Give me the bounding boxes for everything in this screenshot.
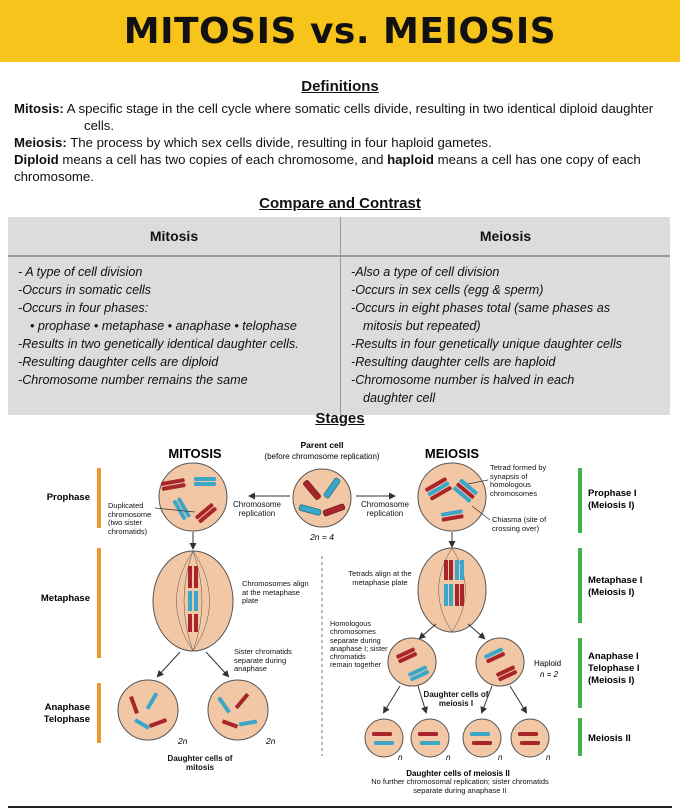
list-item: mitosis but repeated) [363,319,481,333]
haploid-count-label: n = 2 [540,670,559,679]
list-item: -Also a type of cell division [351,265,500,279]
mitosis-traits: - A type of cell division -Occurs in som… [8,256,341,415]
phase-label-meiosis-ii: Meiosis II [588,733,631,744]
phase-label-meiosis-i: (Meiosis I) [588,500,634,511]
diploid-term: Diploid [14,152,59,167]
meiosis-phase-bar [578,468,582,533]
phase-label-metaphase-i: Metaphase I [588,575,642,586]
mitosis-prophase-cell [158,462,228,532]
list-item: -Occurs in sex cells (egg & sperm) [351,283,544,297]
mitosis-daughter-label: Daughter cells of mitosis [167,754,233,772]
meiosis-ii-daughter-cell [510,718,550,758]
mitosis-daughter-cell [207,679,269,741]
parent-cell [292,468,352,528]
meiosis-ii-daughter-label: Daughter cells of meiosis II [406,769,510,778]
list-item: -Occurs in eight phases total (same phas… [351,301,610,315]
meiosis-phase-bar [578,638,582,708]
mitosis-phase-bar [97,468,101,528]
mitosis-metaphase-cell [152,550,234,652]
meiosis-i-daughter-label: Daughter cells of meiosis I [423,690,489,708]
haploid-label: Haploid [534,659,561,668]
haploid-n-label: n [446,753,451,762]
phase-label-anaphase: Anaphase [45,702,90,713]
phase-label-anaphase-i: Anaphase I [588,651,639,662]
parent-cell-sublabel: (before chromosome replication) [264,452,379,461]
meiosis-traits: -Also a type of cell division -Occurs in… [341,256,671,415]
list-item: -Chromosome number remains the same [18,373,248,387]
chromosomes-align-label: Chromosomes align at the metaphase plate [242,580,309,605]
haploid-n-label: n [546,753,551,762]
compare-heading: Compare and Contrast [259,195,421,212]
meiosis-prophase-cell [417,462,487,532]
duplicated-chromosome-label: Duplicated chromosome (two sister chroma… [108,502,152,536]
sister-separate-label: Sister chromatids separate during anapha… [234,648,292,673]
tetrad-label: Tetrad formed by synapsis of homologous … [490,464,547,498]
diploid-label: 2n [265,736,276,746]
diploid-count-label: 2n = 4 [309,532,334,542]
list-item: -Chromosome number is halved in each [351,373,575,387]
compare-body-row: - A type of cell division -Occurs in som… [8,256,670,415]
mitosis-phase-bar [97,683,101,743]
compare-table: Mitosis Meiosis - A type of cell divisio… [8,217,670,415]
definitions-heading: Definitions [301,78,379,95]
haploid-term: haploid [387,152,434,167]
list-item: -Results in two genetically identical da… [18,337,299,351]
list-item: -Results in four genetically unique daug… [351,337,622,351]
meiosis-definition: Meiosis: The process by which sex cells … [14,134,670,151]
stages-diagram: MITOSIS MEIOSIS Prophase Metaphase Anaph… [41,440,643,795]
mitosis-column-header: Mitosis [8,217,341,257]
replication-label-left: Chromosome replication [232,500,281,518]
meiosis-ii-daughter-cell [410,718,450,758]
list-item: daughter cell [363,391,436,405]
compare-header-row: Mitosis Meiosis [8,217,670,257]
stages-heading: Stages [315,410,365,427]
meiosis-label: MEIOSIS [425,446,480,461]
parent-cell-label: Parent cell [301,440,344,450]
phase-label-telophase-i: Telophase I [588,663,640,674]
phase-label-prophase-i: Prophase I [588,488,637,499]
phase-label-prophase: Prophase [47,492,90,503]
mitosis-label: MITOSIS [168,446,222,461]
list-item: -Occurs in four phases: [18,301,149,315]
phase-label-metaphase: Metaphase [41,593,90,604]
haploid-n-label: n [398,753,403,762]
mitosis-phase-bar [97,548,101,658]
page-title: MITOSIS vs. MEIOSIS [123,10,557,52]
meiosis-column-header: Meiosis [340,217,670,257]
list-item: -Resulting daughter cells are diploid [18,355,219,369]
mitosis-definition: Mitosis: A specific stage in the cell cy… [14,100,670,134]
mitosis-definition-text: A specific stage in the cell cycle where… [66,101,654,133]
definitions-block: Mitosis: A specific stage in the cell cy… [14,100,670,185]
haploid-text: means a cell has one copy of each chromo… [14,152,641,184]
meiosis-phase-bar [578,718,582,756]
meiosis-ii-daughter-cell [462,718,502,758]
meiosis-definition-text: The process by which sex cells divide, r… [70,135,492,150]
diploid-text: means a cell has two copies of each chro… [58,152,388,167]
phase-label-meiosis-i: (Meiosis I) [588,675,634,686]
tetrads-align-label: Tetrads align at the metaphase plate [348,570,412,587]
ploidy-definition: Diploid means a cell has two copies of e… [14,151,670,185]
homologous-separate-label: Homologous chromosomes separate during a… [330,620,388,670]
phase-label-telophase: Telophase [44,714,90,725]
replication-label-right: Chromosome replication [360,500,409,518]
list-item: - A type of cell division [18,265,143,279]
meiosis-ii-daughter-sublabel: No further chromosomal replication; sist… [371,778,549,795]
mitosis-daughter-cell [117,679,179,741]
list-item: • prophase • metaphase • anaphase • telo… [30,319,297,333]
list-item: -Occurs in somatic cells [18,283,151,297]
haploid-n-label: n [498,753,503,762]
bottom-divider [8,806,672,808]
mitosis-term: Mitosis: [14,101,64,116]
phase-label-meiosis-i: (Meiosis I) [588,587,634,598]
title-banner: MITOSIS vs. MEIOSIS [0,0,680,62]
meiosis-term: Meiosis: [14,135,67,150]
meiosis-phase-bar [578,548,582,623]
meiosis-ii-daughter-cell [364,718,404,758]
diploid-label: 2n [177,736,188,746]
chiasma-label: Chiasma (site of crossing over) [492,516,547,533]
list-item: -Resulting daughter cells are haploid [351,355,556,369]
